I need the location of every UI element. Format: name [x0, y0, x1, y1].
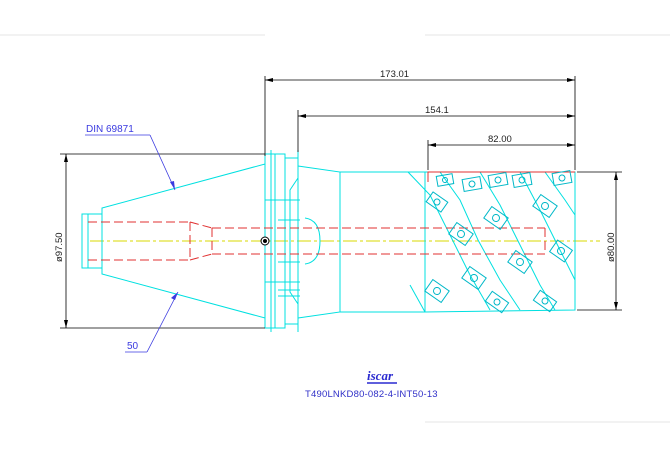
dim-overall-length: 173.01	[380, 69, 409, 80]
insert	[448, 221, 474, 247]
inserts	[424, 169, 574, 314]
insert	[435, 173, 455, 187]
dimension-lines	[60, 76, 622, 329]
insert	[461, 175, 483, 193]
insert	[551, 169, 573, 187]
brand-logo: iscar	[367, 368, 394, 383]
insert	[483, 205, 509, 231]
sheet-border	[0, 34, 670, 423]
callout-taper-size: 50	[127, 341, 139, 352]
coolant-port	[260, 236, 270, 246]
callout-leaders	[85, 134, 179, 353]
dim-cutting-length: 82.00	[488, 134, 512, 145]
insert	[484, 290, 510, 314]
insert	[532, 193, 558, 219]
insert	[511, 171, 533, 189]
insert	[425, 191, 449, 213]
hidden-lines	[88, 221, 546, 261]
callout-din-standard: DIN 69871	[86, 124, 134, 135]
callout-arrows	[170, 181, 178, 300]
dim-shank-diameter: ø97.50	[54, 232, 65, 262]
insert	[424, 278, 450, 304]
dim-cutter-diameter: ø80.00	[606, 232, 617, 262]
dimension-arrows	[64, 78, 618, 328]
dim-body-length: 154.1	[425, 105, 449, 116]
part-number: T490LNKD80-082-4-INT50-13	[305, 389, 438, 400]
flange	[264, 150, 300, 332]
cutting-zone-marker	[427, 171, 575, 182]
insert	[487, 171, 509, 189]
insert	[548, 239, 574, 263]
insert	[532, 289, 558, 313]
neck	[297, 165, 425, 319]
insert	[507, 249, 533, 275]
insert	[461, 265, 487, 291]
